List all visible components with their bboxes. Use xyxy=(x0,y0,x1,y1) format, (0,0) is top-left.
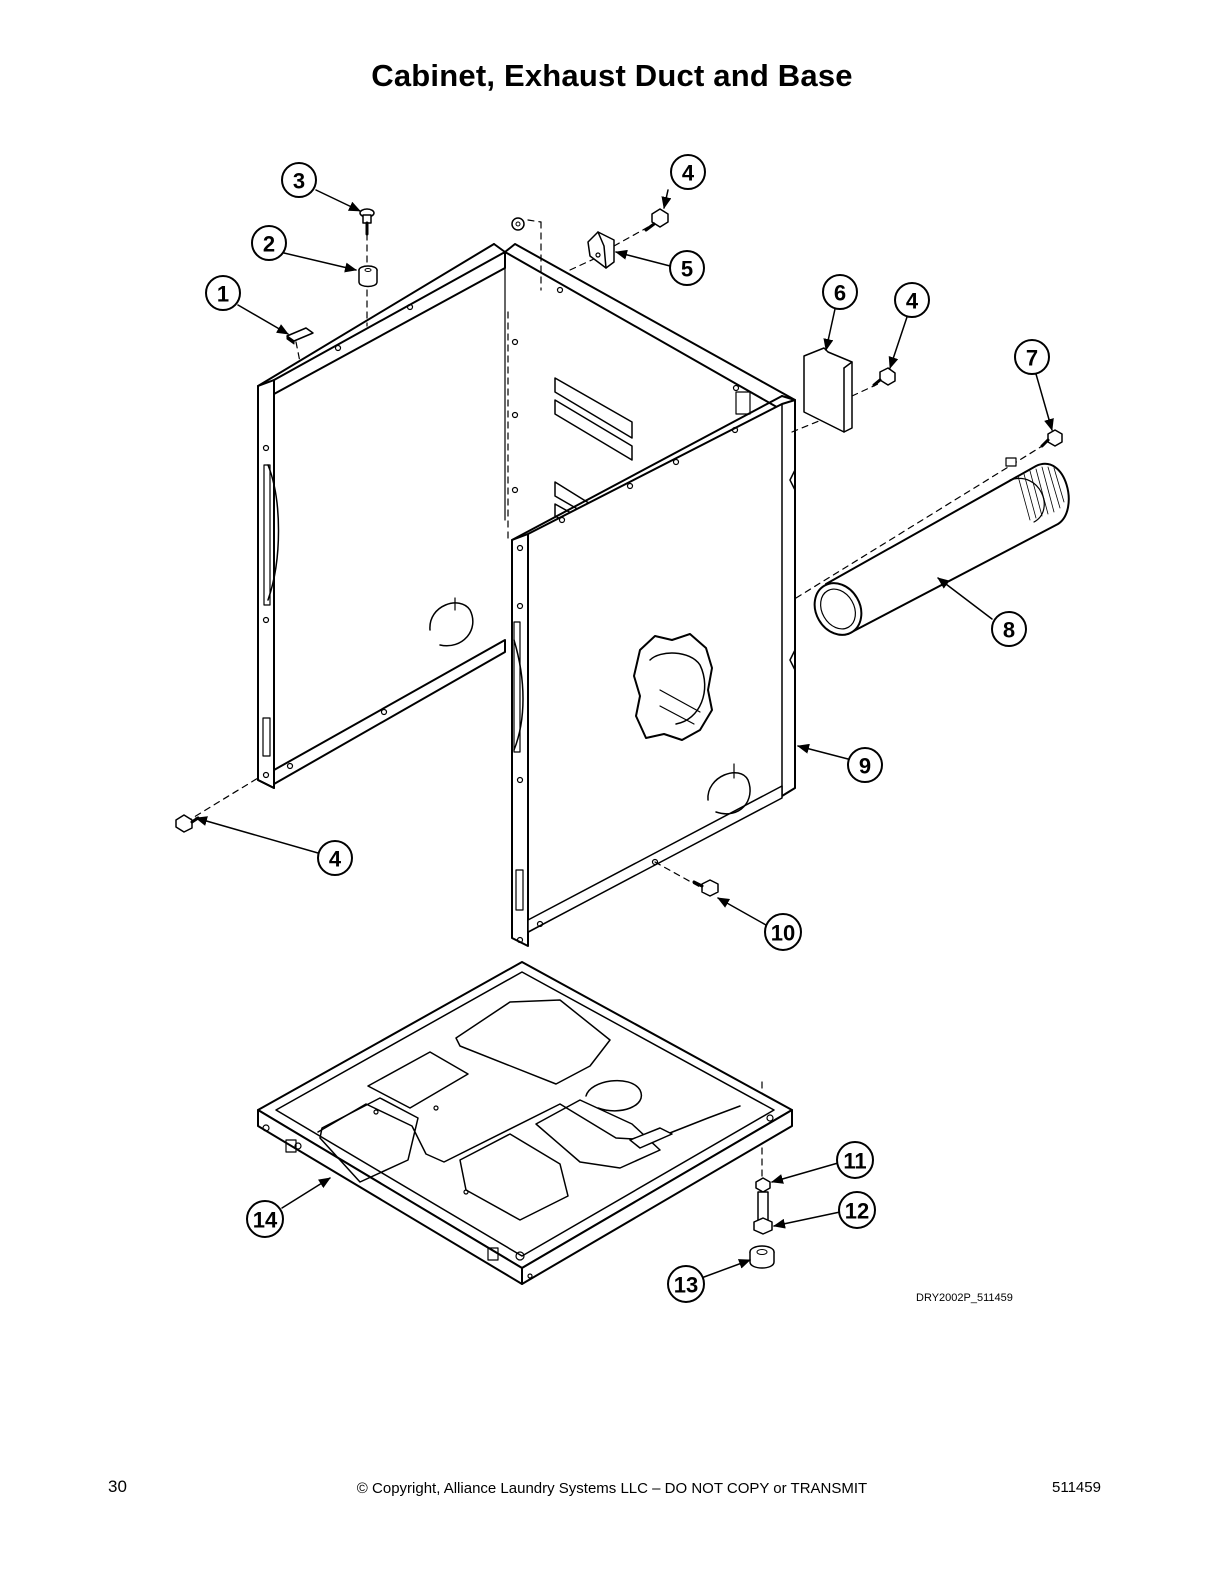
part-4-screw-left xyxy=(175,814,200,833)
part-4-screw-top xyxy=(644,208,669,232)
callout-label-9: 9 xyxy=(859,754,871,779)
page-title: Cabinet, Exhaust Duct and Base xyxy=(371,58,853,93)
part-6-cover-plate xyxy=(803,347,853,433)
cabinet-back-panel xyxy=(504,243,796,531)
callout-7 xyxy=(1014,339,1050,375)
callout-label-12: 12 xyxy=(845,1199,869,1224)
callout-13 xyxy=(667,1265,705,1303)
callout-4c xyxy=(317,840,353,876)
callout-label-14: 14 xyxy=(253,1208,278,1233)
callout-label-10: 10 xyxy=(771,921,795,946)
part-8-exhaust-duct xyxy=(813,457,1070,636)
callout-label-4a: 4 xyxy=(682,161,695,186)
callout-3 xyxy=(281,162,317,198)
callout-label-1: 1 xyxy=(217,282,229,307)
back-top-clip xyxy=(511,217,525,231)
part-4-screw-mid xyxy=(872,367,896,387)
callout-14 xyxy=(246,1200,284,1238)
callout-6 xyxy=(822,274,858,310)
callout-label-2: 2 xyxy=(263,232,275,257)
callout-9 xyxy=(847,747,883,783)
page-number: 30 xyxy=(108,1477,127,1496)
part-14-base xyxy=(257,961,793,1285)
callout-label-8: 8 xyxy=(1003,618,1015,643)
callout-label-7: 7 xyxy=(1026,346,1038,371)
figure-reference: DRY2002P_511459 xyxy=(916,1292,1013,1304)
callout-label-4b: 4 xyxy=(906,289,919,314)
callout-label-11: 11 xyxy=(843,1149,866,1174)
callout-4b xyxy=(894,282,930,318)
part-11-nut xyxy=(755,1177,771,1193)
part-2-spacer xyxy=(358,265,378,288)
cabinet-front-right-panel xyxy=(511,395,796,947)
callout-8 xyxy=(991,611,1027,647)
part-13-leg-pad xyxy=(749,1245,775,1269)
callout-label-6: 6 xyxy=(834,281,846,306)
callout-label-13: 13 xyxy=(674,1273,698,1298)
callout-2 xyxy=(251,225,287,261)
callout-11 xyxy=(836,1141,874,1179)
part-3-screw xyxy=(359,208,375,236)
callout-12 xyxy=(838,1191,876,1229)
part-7-screw xyxy=(1040,429,1063,448)
part-5-bracket xyxy=(587,231,615,269)
copyright-notice: © Copyright, Alliance Laundry Systems LL… xyxy=(356,1480,868,1497)
callout-label-3: 3 xyxy=(293,169,305,194)
callout-10 xyxy=(764,913,802,951)
part-10-screw xyxy=(692,879,719,897)
part-12-leg-bolt xyxy=(753,1191,773,1235)
cabinet-left-panel xyxy=(257,243,506,789)
callout-5 xyxy=(669,250,705,286)
callout-label-4c: 4 xyxy=(329,847,342,872)
callout-4a xyxy=(670,154,706,190)
callout-1 xyxy=(205,275,241,311)
callout-label-5: 5 xyxy=(681,257,693,282)
document-number: 511459 xyxy=(1052,1479,1101,1496)
